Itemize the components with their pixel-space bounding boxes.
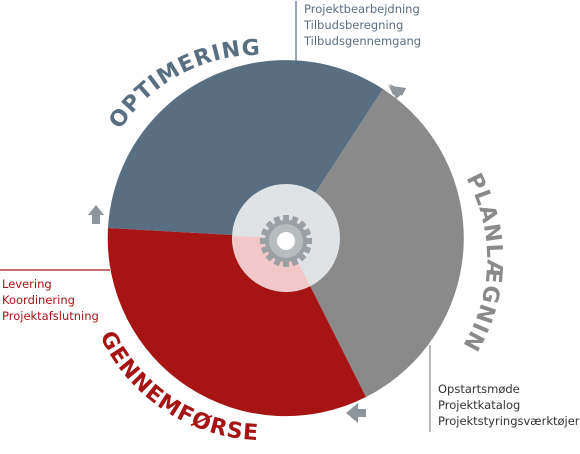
cycle-arrow-icon [88,205,104,224]
annotation-item: Projektkatalog [438,398,521,412]
annotation-item: Levering [2,277,52,291]
annotation-gennemfoersel: Levering Koordinering Projektafslutning [2,276,99,324]
annotation-item: Projektbearbejdning [304,2,420,16]
cycle-arrow-icon [346,403,366,423]
cycle-arrow-icon [388,84,406,99]
segment-planlaegning [286,89,464,397]
annotation-item: Koordinering [2,293,75,307]
annotation-planlaegning: Opstartsmøde Projektkatalog Projektstyri… [438,381,580,429]
annotation-item: Projektstyringsværktøjer [438,414,580,428]
annotation-item: Opstartsmøde [438,382,520,396]
annotation-item: Projektafslutning [2,309,99,323]
annotation-optimering: Projektbearbejdning Tilbudsberegning Til… [304,1,421,49]
gear-icon [260,215,312,267]
annotation-item: Tilbudsberegning [304,18,404,32]
annotation-item: Tilbudsgennemgang [304,34,422,48]
